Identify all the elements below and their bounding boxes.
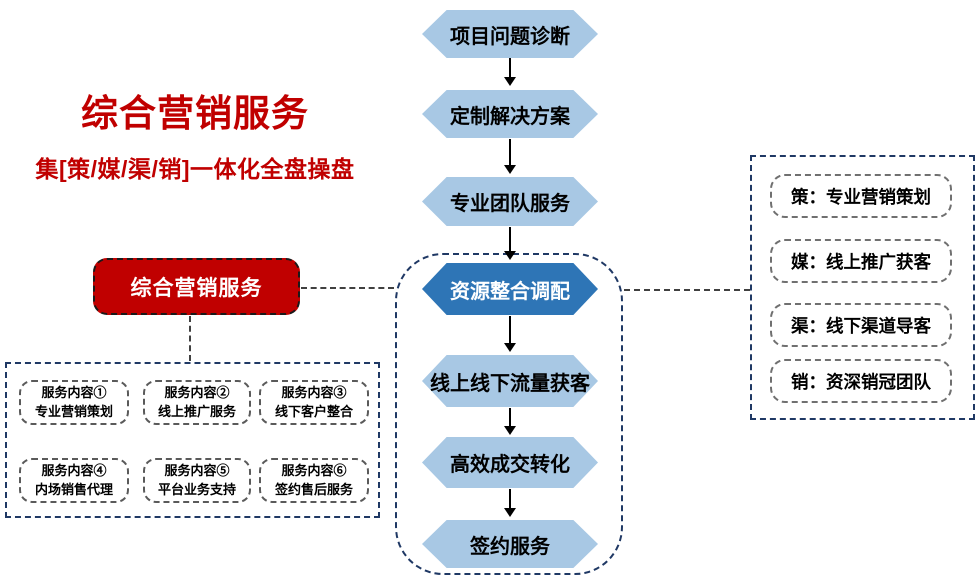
service-item-title: 服务内容② (164, 384, 230, 400)
service-item-5: 服务内容⑤ 平台业务支持 (143, 458, 251, 503)
flow-step-label: 专业团队服务 (450, 193, 570, 215)
pillar-label: 策：专业营销策划 (791, 186, 931, 207)
flow-step-resource-integration: 资源整合调配 (422, 263, 598, 315)
service-item-4: 服务内容④ 内场销售代理 (19, 458, 129, 503)
flow-step-label: 签约服务 (470, 535, 550, 558)
flow-step-label: 资源整合调配 (450, 280, 570, 303)
flow-step-professional-team: 专业团队服务 (422, 177, 598, 226)
flow-step-label: 定制解决方案 (450, 105, 570, 128)
flow-step-label: 项目问题诊断 (450, 25, 570, 48)
pillars-panel: 策：专业营销策划 媒：线上推广获客 渠：线下渠道导客 销：资深销冠团队 (750, 155, 975, 420)
service-item-6: 服务内容⑥ 签约售后服务 (259, 458, 369, 503)
connector-redbox-to-flow (301, 287, 394, 289)
service-item-3: 服务内容③ 线下客户整合 (259, 380, 369, 425)
node-comprehensive-marketing: 综合营销服务 (93, 258, 300, 315)
pillar-strategy: 策：专业营销策划 (770, 174, 952, 218)
page-subtitle: 集[策/媒/渠/销]一体化全盘操盘 (35, 156, 355, 183)
flow-step-label: 线上线下流量获客 (430, 372, 590, 395)
service-item-desc: 签约售后服务 (274, 481, 353, 497)
flow-arrow-down (504, 58, 516, 86)
flow-arrow-down (504, 316, 516, 352)
service-item-title: 服务内容⑤ (164, 462, 230, 478)
service-item-title: 服务内容④ (41, 462, 107, 478)
service-item-title: 服务内容① (41, 384, 107, 400)
flow-arrow-down (504, 489, 516, 517)
pillar-sales: 销：资深销冠团队 (770, 359, 952, 403)
flow-step-custom-solution: 定制解决方案 (422, 90, 598, 138)
service-item-title: 服务内容⑥ (281, 462, 347, 478)
service-item-desc: 线上推广服务 (157, 403, 236, 419)
flow-step-deal-conversion: 高效成交转化 (422, 437, 598, 488)
page-title: 综合营销服务 (81, 93, 309, 134)
flow-arrow-down (504, 227, 516, 260)
flow-arrow-down (504, 139, 516, 174)
flow-step-signing-service: 签约服务 (422, 520, 598, 568)
flow-step-traffic-acquisition: 线上线下流量获客 (422, 355, 598, 407)
flow-step-problem-diagnosis: 项目问题诊断 (422, 10, 598, 58)
service-item-desc: 专业营销策划 (34, 403, 113, 419)
flow-step-label: 高效成交转化 (450, 454, 570, 476)
service-item-desc: 线下客户整合 (274, 403, 353, 419)
headline: 综合营销服务 集[策/媒/渠/销]一体化全盘操盘 (28, 92, 362, 184)
service-item-2: 服务内容② 线上推广服务 (143, 380, 251, 425)
pillar-media: 媒：线上推广获客 (770, 239, 952, 283)
pillar-label: 媒：线上推广获客 (791, 251, 931, 272)
service-item-desc: 平台业务支持 (157, 481, 236, 497)
pillar-label: 渠：线下渠道导客 (791, 315, 931, 336)
pillar-label: 销：资深销冠团队 (791, 371, 931, 392)
service-item-title: 服务内容③ (281, 384, 347, 400)
connector-redbox-to-services (189, 316, 191, 361)
service-item-desc: 内场销售代理 (34, 481, 113, 497)
services-panel: 服务内容① 专业营销策划 服务内容② 线上推广服务 服务内容③ 线下客户整合 服… (5, 362, 380, 518)
service-item-1: 服务内容① 专业营销策划 (19, 380, 129, 425)
pillar-channel: 渠：线下渠道导客 (770, 303, 952, 347)
flow-arrow-down (504, 408, 516, 435)
connector-flow-to-pillars (624, 289, 750, 291)
node-comprehensive-marketing-label: 综合营销服务 (130, 276, 263, 300)
